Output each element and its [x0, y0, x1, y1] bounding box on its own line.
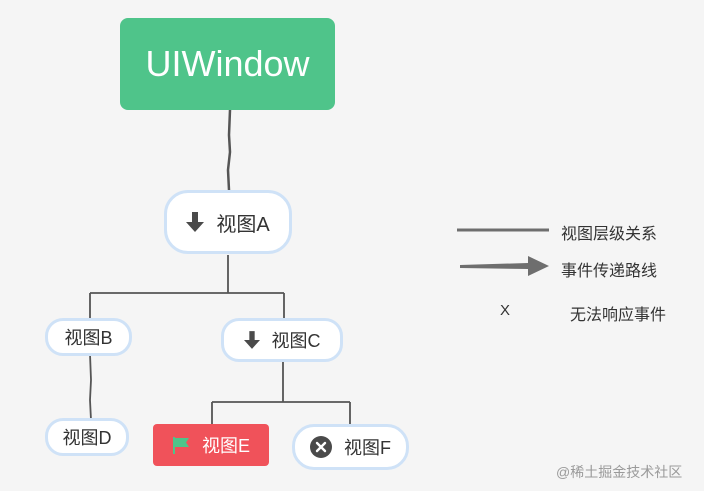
root-node-uiwindow: UIWindow	[120, 18, 335, 110]
node-view-d: 视图D	[45, 418, 129, 456]
connector-root-a	[226, 109, 232, 191]
flag-icon	[172, 436, 190, 454]
connector-c-children	[211, 362, 351, 424]
close-circle-icon	[310, 436, 332, 458]
node-view-a: 视图A	[164, 190, 292, 254]
legend-hierarchy-label: 视图层级关系	[561, 226, 658, 243]
arrow-down-icon	[243, 331, 260, 349]
node-e-label: 视图E	[201, 436, 250, 456]
connector-a-children	[89, 255, 285, 318]
node-d-label: 视图D	[62, 428, 112, 448]
connector-b-d	[89, 353, 92, 421]
legend-event-arrow	[460, 256, 549, 276]
node-view-f: 视图F	[292, 424, 409, 470]
node-c-label: 视图C	[271, 331, 321, 351]
root-label: UIWindow	[145, 43, 310, 84]
watermark: @稀土掘金技术社区	[556, 464, 683, 480]
node-view-b: 视图B	[45, 318, 132, 356]
node-a-label: 视图A	[216, 213, 270, 236]
node-f-label: 视图F	[344, 438, 391, 458]
arrow-down-icon	[186, 212, 205, 232]
node-b-label: 视图B	[64, 328, 113, 348]
node-view-c: 视图C	[221, 318, 343, 362]
legend-event-path-label: 事件传递路线	[561, 263, 658, 280]
legend-no-response-symbol: X	[500, 302, 511, 319]
legend-no-response-label: 无法响应事件	[570, 307, 667, 324]
node-view-e: 视图E	[153, 424, 269, 466]
